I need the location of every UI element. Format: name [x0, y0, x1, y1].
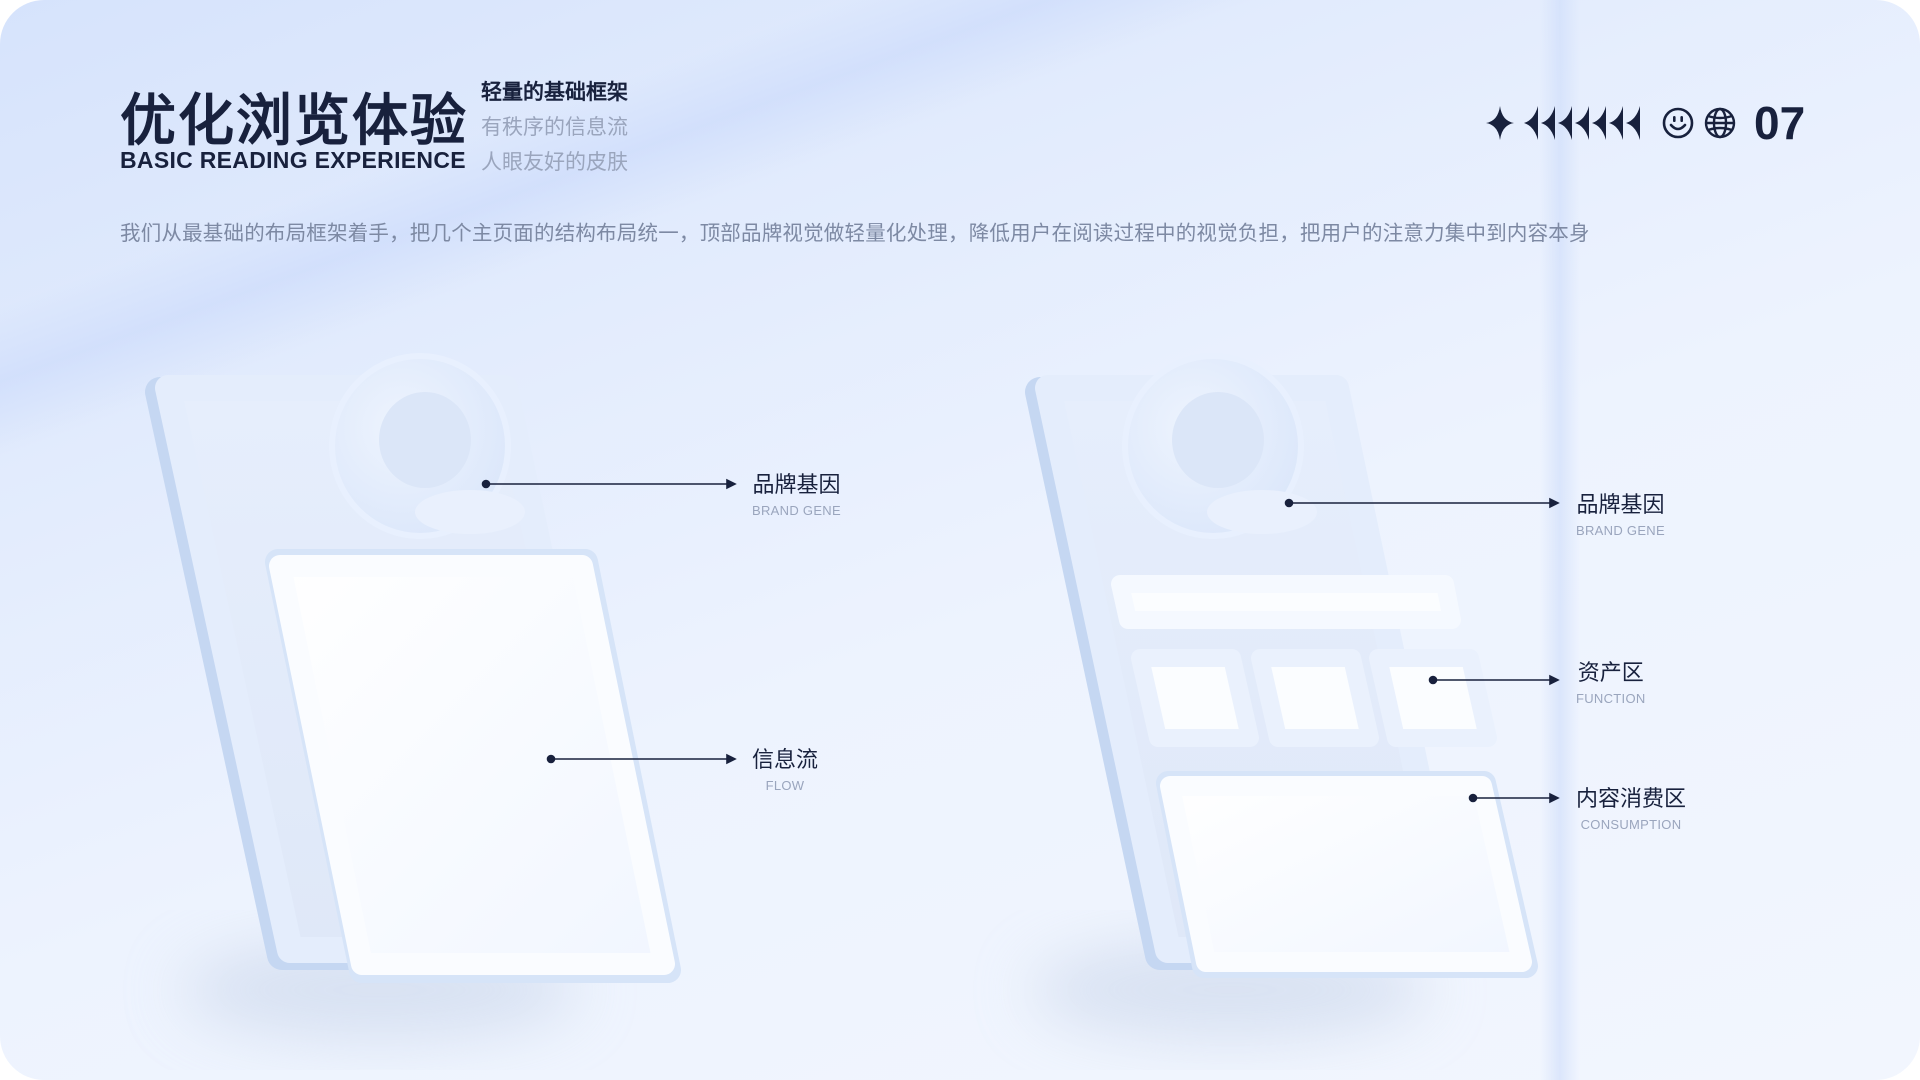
label-en: BRAND GENE: [752, 503, 841, 518]
leader-line-left-flow: [546, 753, 737, 765]
globe-icon: [1704, 107, 1736, 139]
label-en: FLOW: [765, 778, 805, 793]
brand-pin-left: [329, 353, 525, 539]
leader-line-right-consumption: [1468, 792, 1560, 804]
page-number: 07: [1754, 97, 1806, 149]
brand-pin-right: [1122, 353, 1317, 539]
smiley-icon: [1662, 107, 1694, 139]
label-right-brand-gene: 品牌基因 BRAND GENE: [1576, 487, 1665, 538]
leader-line-right-brand: [1284, 497, 1560, 509]
leader-line-left-brand: [481, 478, 737, 490]
function-tile: [1131, 649, 1259, 747]
label-cn: 内容消费区: [1576, 787, 1687, 812]
label-cn: 品牌基因: [752, 473, 841, 498]
flow-card: [269, 555, 675, 975]
top-right-decoration: 07: [1486, 97, 1805, 149]
subtitle-3: 人眼友好的皮肤: [481, 150, 628, 174]
subtitle-2: 有秩序的信息流: [481, 115, 628, 139]
label-cn: 信息流: [752, 748, 819, 773]
subtitle-1: 轻量的基础框架: [481, 80, 628, 104]
description: 我们从最基础的布局框架着手，把几个主页面的结构布局统一，顶部品牌视觉做轻量化处理…: [120, 221, 1590, 245]
label-right-consumption: 内容消费区 CONSUMPTION: [1576, 781, 1686, 832]
label-en: CONSUMPTION: [1580, 817, 1682, 832]
leader-line-right-function: [1428, 674, 1560, 686]
left-device: [145, 353, 681, 1040]
right-device: [1025, 353, 1538, 1040]
label-cn: 品牌基因: [1576, 493, 1665, 518]
search-bar-block: [1111, 575, 1461, 629]
page-title: 优化浏览体验: [120, 89, 468, 154]
function-tile: [1251, 649, 1379, 747]
chevrons-left-icon: [1524, 106, 1640, 140]
label-en: BRAND GENE: [1576, 523, 1665, 538]
label-left-brand-gene: 品牌基因 BRAND GENE: [752, 467, 841, 518]
label-right-function: 资产区 FUNCTION: [1576, 655, 1646, 706]
function-tile: [1369, 649, 1497, 747]
page-title-en: BASIC READING EXPERIENCE: [120, 147, 466, 173]
consumption-card: [1160, 776, 1532, 972]
label-en: FUNCTION: [1576, 691, 1646, 706]
label-cn: 资产区: [1577, 661, 1644, 686]
sparkle-icon: [1486, 106, 1514, 140]
label-left-flow: 信息流 FLOW: [752, 742, 818, 793]
